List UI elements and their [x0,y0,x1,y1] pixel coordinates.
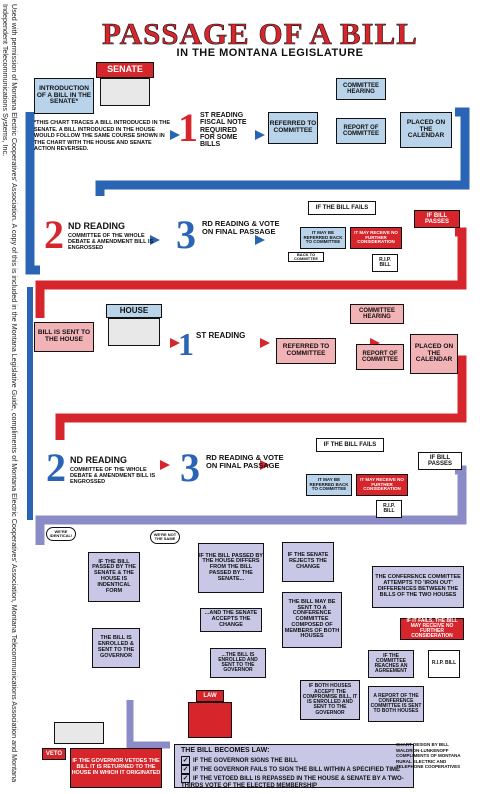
senate-hearing: COMMITTEE HEARING [336,78,386,100]
house-first-number: 1 [178,326,194,362]
house-referred: REFERRED TO COMMITTEE [276,338,336,364]
senate-may-receive: IT MAY RECEIVE NO FURTHER CONSIDERATION [350,227,402,249]
veto-text: IF THE GOVERNOR VETOES THE BILL IT IS RE… [70,748,162,788]
senate-second-reading: ND READING [68,221,126,231]
house-third-reading: RD READING & VOTE ON FINAL PASSAGE [206,453,284,470]
checkbox-icon: ✓ [181,765,190,775]
house-rip: R.I.P. BILL [376,500,402,518]
final-both-accept: IF BOTH HOUSES ACCEPT THE COMPROMISE BIL… [300,680,360,720]
arrow-senate-5 [255,235,265,245]
house-second-sub: COMMITTEE OF THE WHOLE DEBATE & AMENDMEN… [70,467,156,485]
house-placed: PLACED ON THE CALENDAR [410,334,458,374]
senate-building-icon [100,78,150,106]
final-differs: IF THE BILL PASSED BY THE HOUSE DIFFERS … [198,543,264,593]
final-conference-attempts: THE CONFERENCE COMMITTEE ATTEMPTS TO 'IR… [372,566,464,608]
veto-label: VETO [42,748,66,760]
senate-report: REPORT OF COMMITTEE [336,118,386,144]
final-rejects: IF THE SENATE REJECTS THE CHANGE [282,542,334,582]
house-hearing: COMMITTEE HEARING [350,304,404,324]
senate-first-reading: ST READING FISCAL NOTE REQUIRED FOR SOME… [200,112,247,149]
arrow-senate-1 [170,130,180,140]
chart-credit: CHART DESIGN BY BILL WALDRON-LUNKENOFF C… [396,742,461,769]
law-item: ✓IF THE GOVERNOR SIGNS THE BILL [181,756,298,766]
becomes-law-box: THE BILL BECOMES LAW: ✓IF THE GOVERNOR S… [174,744,414,790]
senate-intro: INTRODUCTION OF A BILL IN THE SENATE* [34,78,94,114]
senate-passes: IF BILL PASSES [414,210,460,228]
house-may-refer: IT MAY BE REFERRED BACK TO COMMITTEE [306,474,352,496]
house-fails: IF THE BILL FAILS [316,438,384,452]
connector-house-row1 [55,355,467,440]
senate-referred: REFERRED TO COMMITTEE [268,112,318,144]
checkbox-icon: ✓ [181,756,190,766]
senate-fails: IF THE BILL FAILS [308,201,376,215]
house-label: HOUSE [106,304,162,318]
house-sent: BILL IS SENT TO THE HOUSE [34,322,94,352]
house-second-reading: ND READING [70,455,128,465]
senate-placed: PLACED ON THE CALENDAR [400,112,452,148]
senate-third-reading: RD READING & VOTE ON FINAL PASSAGE [202,219,280,236]
connector-to-house [35,227,467,318]
senate-back-tag: BACK TO COMMITTEE [288,252,324,262]
final-reaches-agreement: IF THE COMMITTEE REACHES AN AGREEMENT [368,650,414,678]
law-item: ✓IF THE VETOED BILL IS REPASSED IN THE H… [181,774,404,790]
senate-second-sub: COMMITTEE OF THE WHOLE DEBATE & AMENDMEN… [68,233,154,251]
page-subtitle: IN THE MONTANA LEGISLATURE [176,47,364,59]
connector-to-law [126,700,170,749]
house-passes: IF BILL PASSES [418,452,462,470]
senate-second-number: 2 [44,212,64,257]
connector-senate-row1 [95,107,470,196]
final-fails-conference: IF IT FAILS, THE BILL MAY RECEIVE NO FUR… [400,618,464,640]
arrow-house-4 [160,460,170,470]
bubble-identical: WE'RE IDENTICAL! [46,527,76,541]
governor-desk-icon [54,722,104,744]
house-first-reading: ST READING [196,331,246,340]
law-label: LAW [196,690,224,702]
house-building-icon [108,318,160,346]
senate-label: SENATE [96,62,154,78]
senate-rip: R.I.P. BILL [372,254,398,272]
arrow-house-2 [260,338,270,348]
checkbox-icon: ✓ [181,774,190,784]
arrow-house-5 [260,460,270,470]
house-second-number: 2 [46,445,66,490]
final-accepts: ...AND THE SENATE ACCEPTS THE CHANGE [200,608,262,632]
final-sent-conference: THE BILL MAY BE SENT TO A CONFERENCE COM… [282,592,342,648]
becomes-law-title: THE BILL BECOMES LAW: [181,747,270,754]
senate-may-refer: IT MAY BE REFERRED BACK TO COMMITTEE [300,227,346,249]
arrow-senate-2 [255,130,265,140]
house-third-number: 3 [180,445,200,490]
law-item: ✓IF THE GOVERNOR FAILS TO SIGN THE BILL … [181,765,401,775]
final-report-conference: A REPORT OF THE CONFERENCE COMMITTEE IS … [368,686,424,722]
senate-third-number: 3 [176,212,196,257]
connector-left-blue [25,112,40,275]
bubble-not-same: WE'RE NOT THE SAME [150,530,180,544]
final-enrolled-governor: THE BILL IS ENROLLED & SENT TO THE GOVER… [92,628,140,668]
final-rip: R.I.P. BILL [428,650,460,678]
arrow-house-1 [170,338,180,348]
house-report: REPORT OF COMMITTEE [356,344,404,370]
senate-first-number: 1 [178,105,198,150]
arrow-senate-4 [150,235,160,245]
final-enrolled-2: ...THE BILL IS ENROLLED AND SENT TO THE … [210,648,266,678]
senate-note: *THIS CHART TRACES A BILL INTRODUCED IN … [34,120,171,152]
final-identical: IF THE BILL PASSED BY THE SENATE & THE H… [88,552,140,602]
law-book-icon [188,702,232,738]
page-title: PASSAGE OF A BILL [102,16,418,52]
connector-to-final [35,465,467,545]
house-may-receive: IT MAY RECEIVE NO FURTHER CONSIDERATION [356,474,408,496]
